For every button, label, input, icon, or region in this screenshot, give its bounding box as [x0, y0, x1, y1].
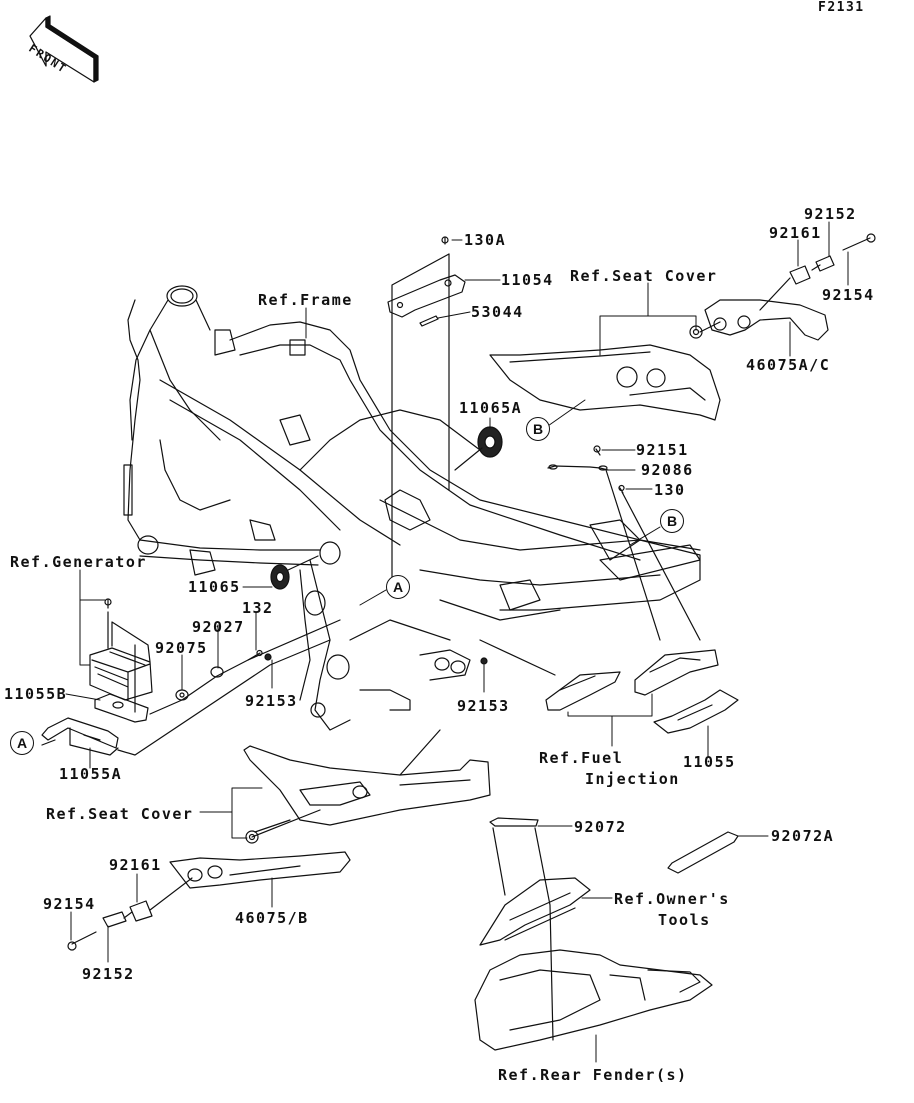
part-label-46075B: 46075/B	[235, 909, 309, 927]
part-label-130A: 130A	[464, 231, 507, 249]
leader-lines	[65, 221, 849, 1063]
callout-A-bracket: A	[10, 731, 34, 755]
seat-cover-bottom-drawing	[67, 729, 491, 951]
part-label-92072A: 92072A	[771, 827, 835, 845]
part-label-92152-top: 92152	[804, 205, 857, 223]
regulator-drawing	[41, 598, 341, 756]
part-label-92027: 92027	[192, 618, 245, 636]
part-label-53044: 53044	[471, 303, 524, 321]
ref-owners-tools-label-1: Ref.Owner's	[614, 890, 730, 908]
ref-owners-tools-label-2: Tools	[658, 911, 711, 929]
ref-seat-cover-bottom-label: Ref.Seat Cover	[46, 805, 194, 823]
ref-frame-label: Ref.Frame	[258, 291, 353, 309]
callout-A-frame: A	[386, 575, 410, 599]
nut-92153-right-drawing	[480, 657, 488, 665]
hardware-right-drawing	[547, 445, 701, 641]
ref-generator-label: Ref.Generator	[10, 553, 147, 571]
part-label-11055A: 11055A	[59, 765, 123, 783]
rear-fender-assembly-drawing	[474, 817, 739, 1051]
callout-B-seat-cover: B	[526, 417, 550, 441]
callout-B-frame: B	[660, 509, 684, 533]
part-label-92072: 92072	[574, 818, 627, 836]
bracket-11054-drawing	[387, 236, 466, 591]
frame-drawing	[123, 285, 701, 731]
fuel-injection-covers-drawing	[545, 649, 739, 734]
ref-seat-cover-top-label: Ref.Seat Cover	[570, 267, 718, 285]
part-label-92154-bottom: 92154	[43, 895, 96, 913]
part-label-11055B: 11055B	[4, 685, 68, 703]
part-label-11055: 11055	[683, 753, 736, 771]
figure-code: F2131	[818, 0, 865, 15]
damper-11065A-drawing	[454, 426, 503, 471]
ref-rear-fender-label: Ref.Rear Fender(s)	[498, 1066, 688, 1084]
part-label-11065A: 11065A	[459, 399, 523, 417]
part-label-92086: 92086	[641, 461, 694, 479]
part-label-46075AC: 46075A/C	[746, 356, 831, 374]
part-label-132: 132	[242, 599, 274, 617]
part-label-92151: 92151	[636, 441, 689, 459]
part-label-11065: 11065	[188, 578, 241, 596]
front-arrow-icon	[29, 15, 99, 83]
pin-53044-drawing	[419, 315, 439, 327]
part-label-92075: 92075	[155, 639, 208, 657]
damper-11065-drawing	[270, 555, 319, 590]
part-label-92152-bottom: 92152	[82, 965, 135, 983]
part-label-130: 130	[654, 481, 686, 499]
part-label-92161-top: 92161	[769, 224, 822, 242]
ref-fuel-injection-label-2: Injection	[585, 770, 680, 788]
part-label-11054: 11054	[501, 271, 554, 289]
part-label-92153-left: 92153	[245, 692, 298, 710]
part-label-92154-top: 92154	[822, 286, 875, 304]
part-label-92153-right: 92153	[457, 697, 510, 715]
seat-cover-top-drawing	[489, 233, 876, 421]
ref-line-right	[479, 639, 556, 676]
part-label-92161-bottom: 92161	[109, 856, 162, 874]
ref-fuel-injection-label-1: Ref.Fuel	[539, 749, 624, 767]
